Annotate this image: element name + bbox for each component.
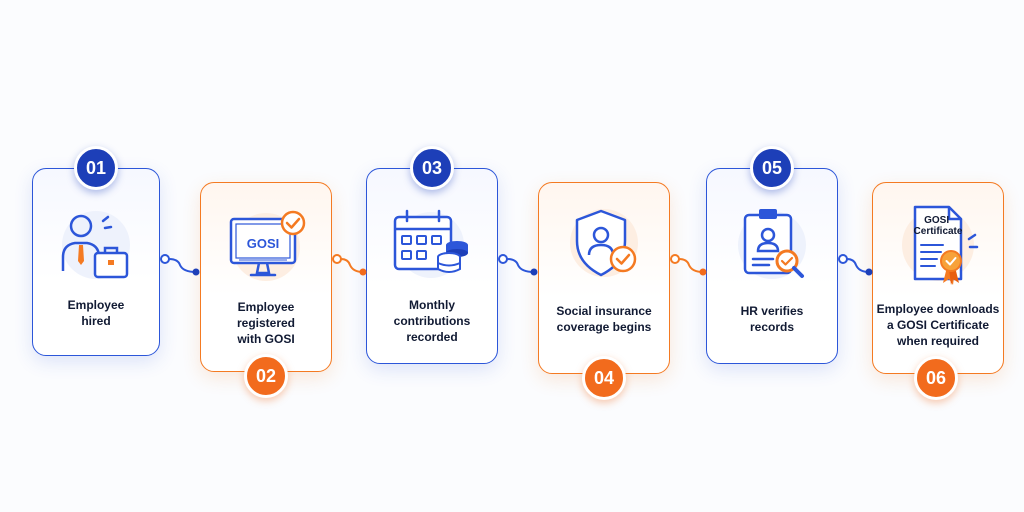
step-card-5: HR verifies records (706, 168, 838, 364)
step-label-3: Monthly contributions recorded (393, 298, 471, 344)
certificate-ribbon-icon: GOSI Certificate (902, 205, 979, 285)
employee-briefcase-icon (61, 211, 130, 279)
step-label-2: Employee registered with GOSI (236, 300, 296, 346)
step-label-4: Social insurance coverage begins (556, 304, 652, 334)
step-badge-6: 06 (914, 356, 958, 400)
connector-2-3 (332, 254, 367, 276)
step-badge-2: 02 (244, 354, 288, 398)
step-card-1: Employee hired (32, 168, 160, 356)
connector-4-5 (670, 254, 707, 276)
clipboard-magnifier-icon (738, 209, 806, 279)
step-badge-4: 04 (582, 356, 626, 400)
step-badge-5: 05 (750, 146, 794, 190)
step-badge-1: 01 (74, 146, 118, 190)
step-badge-3: 03 (410, 146, 454, 190)
connector-3-4 (498, 254, 538, 276)
calendar-coins-icon (393, 209, 468, 278)
step-label-6: Employee downloads a GOSI Certificate wh… (876, 302, 1000, 348)
step-label-5: HR verifies records (740, 304, 804, 334)
shield-user-check-icon (570, 209, 638, 277)
connector-1-2 (160, 254, 200, 276)
monitor-gosi-text: GOSI (247, 236, 280, 251)
certificate-text-line-1: GOSI (924, 215, 949, 226)
step-card-3: Monthly contributions recorded (366, 168, 498, 364)
monitor-check-icon: GOSI (229, 210, 306, 281)
certificate-text-line-2: Certificate (914, 226, 963, 237)
step-card-4: Social insurance coverage begins (538, 182, 670, 374)
step-label-1: Employee hired (67, 298, 125, 328)
step-card-6: GOSI Certificate Employee downloads a GO… (872, 182, 1004, 374)
certificate-title-text: GOSI Certificate (914, 215, 963, 237)
step-card-2: GOSI Employee registered with GOSI (200, 182, 332, 372)
connector-5-6 (838, 254, 873, 276)
